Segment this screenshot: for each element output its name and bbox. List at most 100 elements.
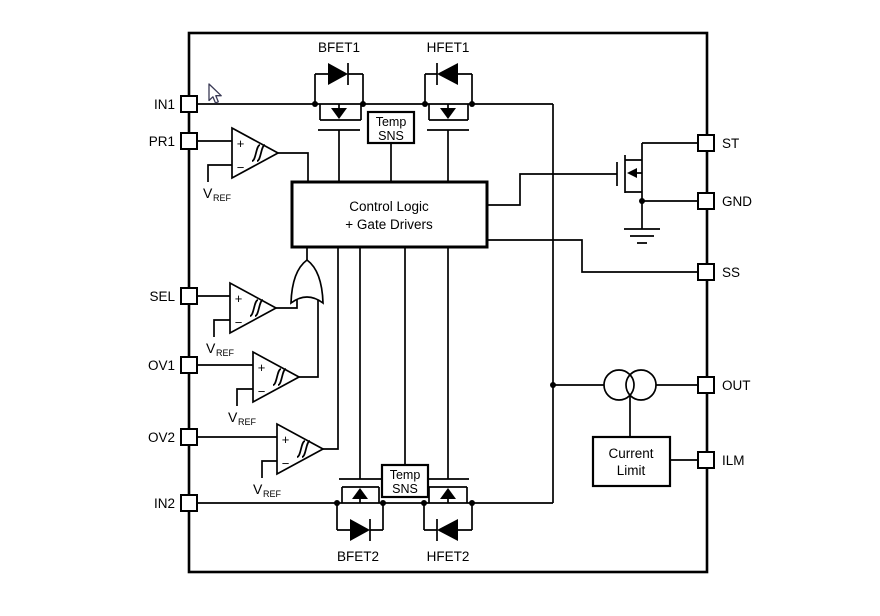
- vref-label: V: [228, 409, 238, 425]
- bfet1-label: BFET1: [318, 40, 360, 55]
- ov2-comp-out: [323, 247, 339, 450]
- st-fet-wires: [616, 143, 643, 201]
- vref-stubs: [207, 164, 277, 478]
- minus-input: −: [258, 384, 266, 399]
- control-logic-line2: + Gate Drivers: [345, 217, 433, 232]
- pin-sel-label: SEL: [149, 289, 175, 304]
- hfet1-arrow: [440, 108, 456, 119]
- bfet2: BFET2: [334, 478, 386, 564]
- pin-gnd-terminal: [697, 192, 715, 210]
- junction-dot: [380, 500, 386, 506]
- comparator-body: [276, 422, 325, 476]
- pin-in1-terminal: [180, 95, 198, 113]
- st-fet-arrow: [627, 168, 637, 178]
- bfet1-arrow: [331, 108, 347, 119]
- bfet1-diode-wires: [314, 63, 364, 104]
- current-limit-section: Current Limit: [550, 369, 672, 488]
- bfet1-body-diode: [328, 63, 348, 85]
- ov1-comparator: + −: [252, 350, 301, 404]
- or-gate: [290, 258, 324, 305]
- pin-pr1-label: PR1: [149, 134, 175, 149]
- junction-dot: [469, 101, 475, 107]
- current-limit-box: [591, 435, 672, 488]
- control-logic-box: [290, 180, 489, 249]
- vref-sub: REF: [213, 193, 232, 203]
- hysteresis-icon: [272, 368, 287, 386]
- bfet2-diode-wires: [336, 503, 384, 541]
- pin-in2-terminal: [180, 494, 198, 512]
- vref-label: V: [206, 340, 216, 356]
- minus-input: −: [282, 456, 290, 471]
- bfet1-channel: [318, 104, 362, 131]
- pin-sel-terminal: [180, 287, 198, 305]
- plus-input: +: [235, 291, 243, 306]
- current-source-icon: [625, 369, 657, 401]
- pin-in1-label: IN1: [154, 97, 175, 112]
- pin-ilm-label: ILM: [722, 453, 745, 468]
- temp-sns-top-block: Temp SNS: [366, 110, 416, 145]
- hfet2-diode-wires: [423, 503, 473, 541]
- vref-label: V: [203, 185, 213, 201]
- temp-sns-bottom-box: [380, 463, 430, 499]
- current-limit-line2: Limit: [617, 463, 646, 478]
- right-pins: ST GND SS OUT ILM: [697, 134, 752, 469]
- pin-out-label: OUT: [722, 378, 751, 393]
- temp-sns-line2: SNS: [392, 482, 418, 496]
- pin-in2-label: IN2: [154, 496, 175, 511]
- hfet2: HFET2: [421, 478, 475, 564]
- temp-sns-line2: SNS: [378, 129, 404, 143]
- temp-sns-line1: Temp: [376, 115, 407, 129]
- hfet2-label: HFET2: [427, 549, 470, 564]
- hfet1: HFET1: [422, 40, 475, 131]
- pin-ov2-label: OV2: [148, 430, 175, 445]
- ground-symbol: [624, 201, 660, 244]
- pin-pr1-terminal: [180, 132, 198, 150]
- vref-sub: REF: [263, 489, 282, 499]
- ov1-comp-out: [299, 294, 319, 378]
- temp-sns-bottom-block: Temp SNS: [380, 463, 430, 499]
- comparator-body: [252, 350, 301, 404]
- left-pins: IN1 PR1 SEL OV1 OV2 IN2: [148, 95, 198, 512]
- bfet2-label: BFET2: [337, 549, 379, 564]
- junction-dot: [550, 382, 556, 388]
- vref-labels: V REF V REF V REF V REF: [203, 185, 282, 499]
- hfet1-body-diode: [437, 63, 458, 85]
- sel-comparator: + −: [229, 281, 278, 335]
- control-logic-line1: Control Logic: [349, 199, 429, 214]
- junction-dot: [421, 500, 427, 506]
- comparator-body: [229, 281, 278, 335]
- hfet1-diode-wires: [424, 63, 473, 104]
- bfet2-body-diode: [350, 519, 370, 541]
- pin-out-terminal: [697, 376, 715, 394]
- vref-sub: REF: [216, 348, 235, 358]
- pin-ilm-terminal: [697, 451, 715, 469]
- temp-sns-top-box: [366, 110, 416, 145]
- comparator-body: [231, 126, 280, 180]
- hysteresis-icon: [249, 299, 264, 317]
- vref-label: V: [253, 481, 263, 497]
- junction-dot: [312, 101, 318, 107]
- vref-sub: REF: [238, 417, 257, 427]
- junction-dot: [360, 101, 366, 107]
- junction-dot: [334, 500, 340, 506]
- current-source-icon: [603, 369, 635, 401]
- hysteresis-icon: [296, 440, 311, 458]
- plus-input: +: [282, 432, 290, 447]
- mouse-cursor-icon: [208, 83, 222, 104]
- plus-input: +: [237, 136, 245, 151]
- junction-dot: [422, 101, 428, 107]
- bfet2-arrow: [352, 488, 368, 499]
- pr1-comp-out: [278, 152, 309, 182]
- wires: [197, 103, 698, 504]
- pr1-comparator: + −: [231, 126, 280, 180]
- hfet2-body-diode: [437, 519, 458, 541]
- hysteresis-icon: [251, 144, 266, 162]
- pin-ov1-label: OV1: [148, 358, 175, 373]
- ss-route: [487, 239, 698, 273]
- st-fet: [616, 142, 698, 244]
- st-gate-route: [487, 173, 617, 206]
- plus-input: +: [258, 360, 266, 375]
- ov2-comparator: + −: [276, 422, 325, 476]
